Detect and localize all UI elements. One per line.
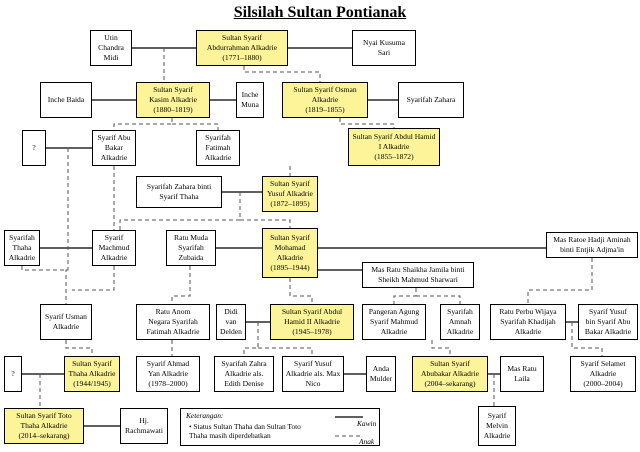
person-utin: Utin Chandra Midi [90, 30, 132, 66]
person-inche-muna: Inche Muna [236, 82, 264, 118]
person-zahra-edith-denise: Syarifah Zahra Alkadrie als. Edith Denis… [214, 356, 274, 392]
person-ratu-muda: Ratu Muda Syarifah Zubaida [166, 230, 216, 266]
person-syarif-usman: Syarif Usman Alkadrie [40, 304, 92, 340]
descent-line [240, 219, 291, 228]
person-syarif-melvin: Syarif Melvin Alkadrie [478, 406, 516, 446]
person-pangeran-agung: Pangeran Agung Syarif Mahmud Alkadrie [362, 304, 426, 340]
descent-line [339, 118, 395, 128]
descent-line [243, 322, 259, 356]
person-zahara-binti-thaha: Syarifah Zahara binti Syarif Thaha [136, 176, 222, 208]
person-syarifah-fatimah: Syarifah Fatimah Alkadrie [196, 130, 240, 166]
person-nyai-kusuma: Nyai Kusuma Sari [352, 30, 416, 66]
person-sultan-kasim: Sultan Syarif Kasim Alkadrie (1880–1819) [136, 82, 210, 118]
descent-line [171, 266, 191, 304]
person-syarif-selamet: Syarif Selamet Alkadrie (2000–2004) [570, 356, 636, 392]
person-ratu-perbu-wijaya: Ratu Perbu Wijaya Syarifah Khadijah Alka… [490, 304, 566, 340]
descent-line [431, 340, 451, 356]
legend-heading: Keterangan: [186, 411, 224, 420]
person-ratu-anom: Ratu Anom Negara Syarifah Fatimah Alkadr… [136, 304, 210, 340]
person-mas-ratoe-aminah: Mas Ratoe Hadji Aminah binti Entjik Adjm… [546, 232, 638, 258]
descent-line [65, 269, 68, 304]
person-syarif-yusuf-abu-bakar: Syarif Yusuf bin Syarif Abu Bakar Alkadr… [578, 304, 638, 340]
person-yusuf-max-nico: Syarif Yusuf Alkadrie als. Max Nico [282, 356, 344, 392]
person-anda-mulder: Anda Mulder [366, 356, 396, 392]
person-inche-baida: Inche Baida [40, 82, 92, 118]
person-sultan-yusuf: Sultan Syarif Yusuf Alkadrie (1872–1895) [262, 176, 318, 212]
person-sultan-abubakar: Sultan Syarif Abubakar Alkadrie (2004–se… [412, 356, 488, 392]
descent-line [21, 148, 69, 271]
descent-line [243, 66, 321, 82]
descent-line [258, 347, 313, 356]
person-abu-bakar: Syarif Abu Bakar Alkadrie [92, 130, 136, 166]
person-syarifah-zahara: Syarifah Zahara [398, 82, 464, 118]
person-hj-rachmawati: Hj. Rachmawati [120, 408, 168, 444]
descent-line [416, 295, 461, 304]
descent-line [172, 123, 219, 130]
legend-marriage-label: Kawin [357, 419, 377, 428]
person-sultan-mohamad: Sultan Syarif Mohamad Alkadrie (1895–194… [262, 228, 318, 278]
person-sultan-abdul-hamid-2: Sultan Syarif Abdul Hamid II Alkadrie (1… [270, 304, 354, 340]
person-unknown-2: ? [4, 356, 22, 392]
person-syarif-machmud: Syarif Machmud Alkadrie [92, 230, 136, 266]
person-sultan-thaha: Sultan Syarif Thaha Alkadrie (1944/1945) [64, 356, 120, 392]
person-mas-ratu-shaikha: Mas Ratu Shaikha Jamila binti Sheikh Mah… [362, 262, 474, 288]
person-didi-van-delden: Didi van Delden [216, 304, 246, 340]
person-sultan-abdurrahman: Sultan Syarif Abdurrahman Alkadrie (1771… [196, 30, 288, 66]
descent-line [571, 322, 603, 356]
person-sultan-abdul-hamid-1: Sultan Syarif Abdul Hamid I Alkadrie (18… [348, 128, 440, 166]
person-sultan-osman: Sultan Syarif Osman Alkadrie (1819–1855) [282, 82, 368, 118]
descent-line [65, 340, 93, 356]
descent-line [527, 258, 593, 304]
person-sultan-toto-thaha: Sultan Syarif Toto Thaha Alkadrie (2014–… [4, 408, 84, 444]
person-syarifah-thaha: Syarifah Thaha Alkadrie [4, 230, 40, 266]
descent-line [289, 278, 313, 304]
descent-line [119, 192, 241, 230]
descent-line [72, 266, 115, 291]
person-syarif-ahmad-yan: Syarif Ahmad Yan Alkadrie (1978–2000) [136, 356, 200, 392]
legend-note: • Status Sultan Thaha dan Sultan Toto Th… [189, 422, 301, 441]
descent-line [393, 288, 417, 304]
page-title: Silsilah Sultan Pontianak [233, 4, 407, 21]
person-unknown-1: ? [22, 130, 46, 166]
person-mas-ratu-laila: Mas Ratu Laila [500, 356, 544, 392]
legend-child-label: Anak [359, 437, 375, 446]
descent-line [113, 118, 173, 130]
legend-box: Keterangan: • Status Sultan Thaha dan Su… [180, 408, 380, 446]
person-syarifah-amnah: Syarifah Amnah Alkadrie [440, 304, 480, 340]
